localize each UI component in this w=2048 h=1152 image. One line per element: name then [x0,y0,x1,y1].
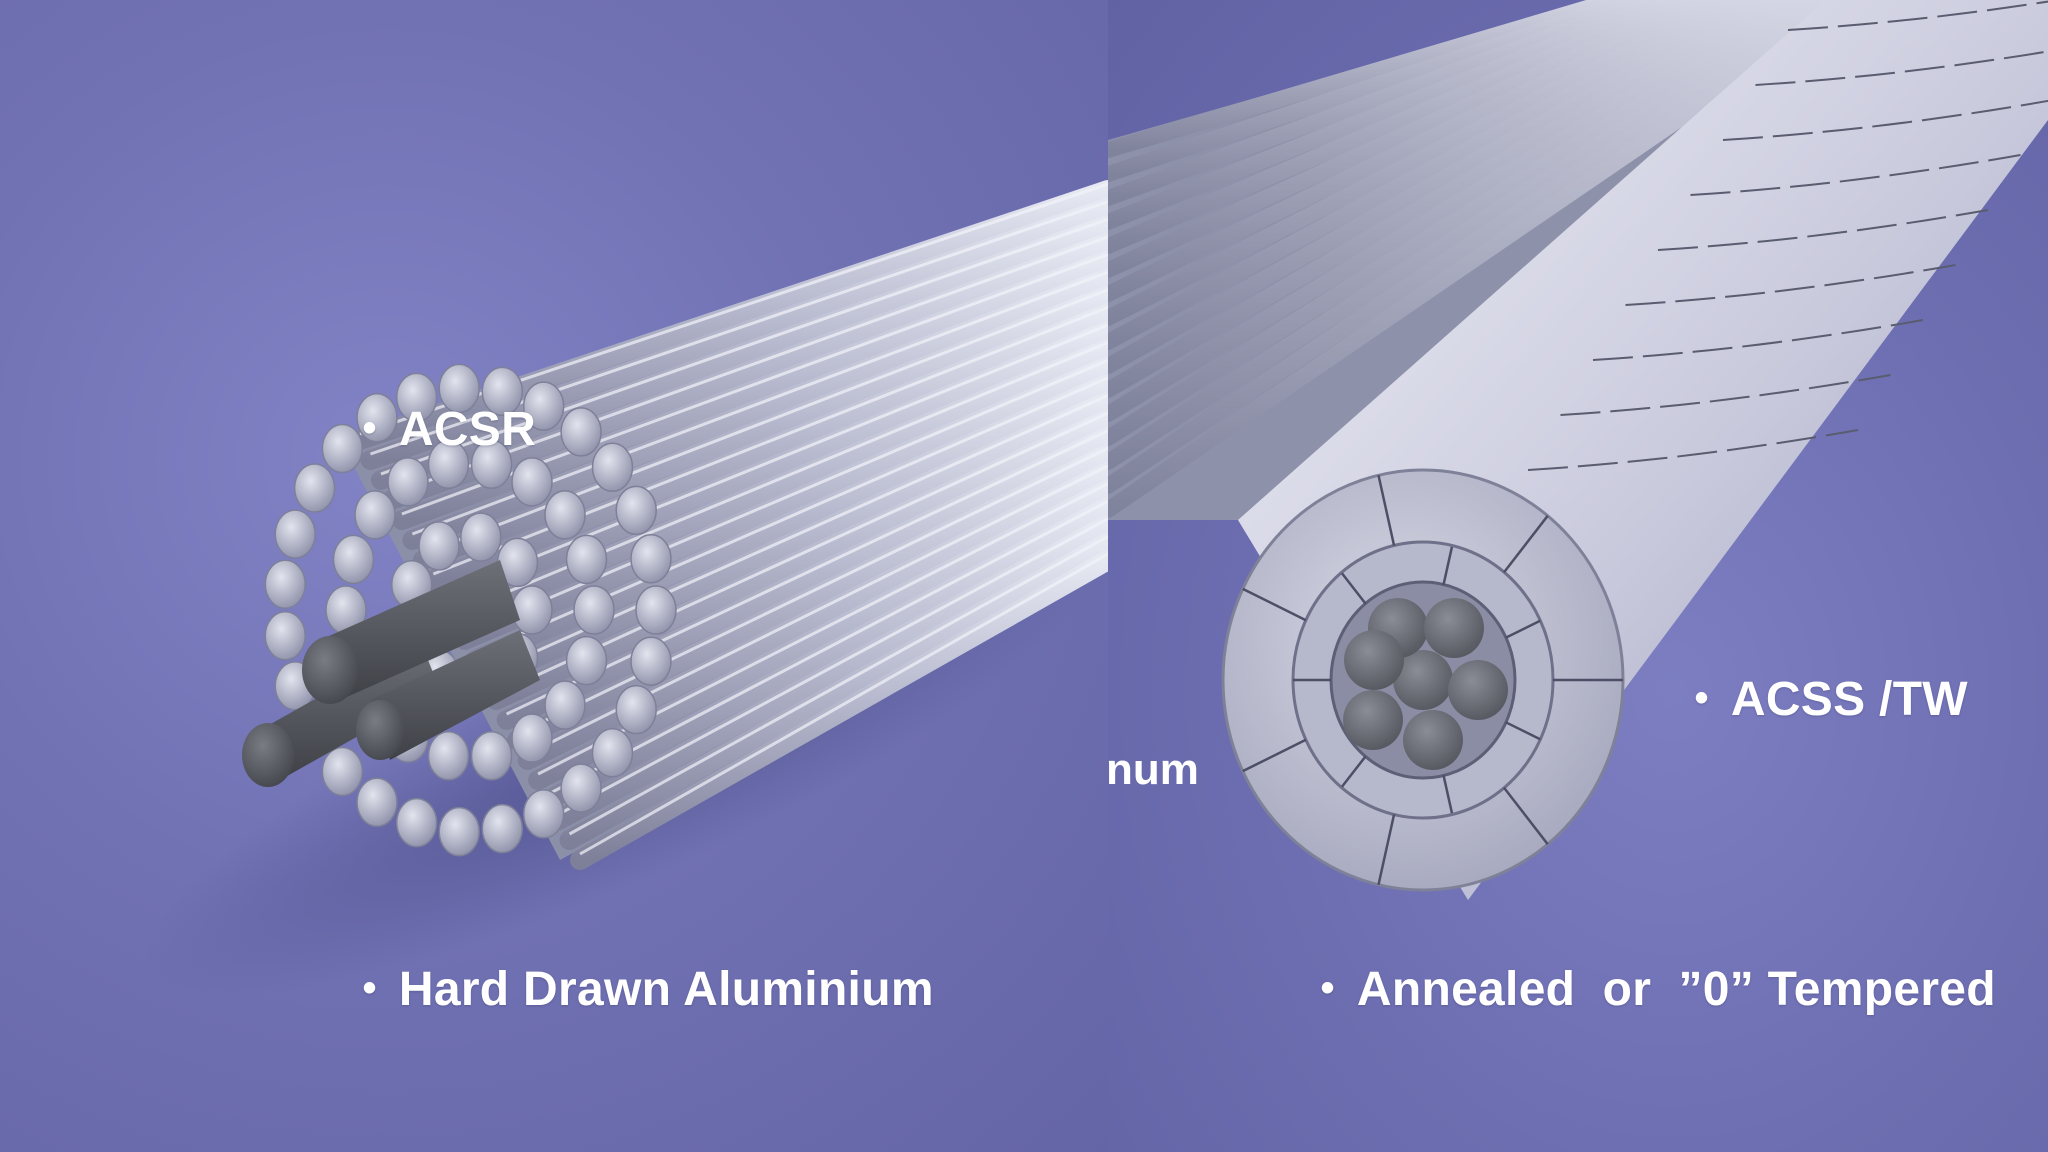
bullet: • [1320,966,1335,1010]
acsr-image-panel: •ACSR •Hard Drawn Aluminium [0,0,1108,1152]
acss-tw-cable-illustration [1108,0,2048,900]
acsr-label: •ACSR [362,403,537,456]
acsr-steel-core [242,560,540,787]
partial-text-fragment: num [1108,745,1199,794]
background-cable-strands [1108,0,1868,518]
acss-tw-image-panel: num •ACSS /TW •Annealed or ”0” Tempered [1108,0,2048,1152]
steel-core-wires [1343,598,1508,770]
bullet: • [362,966,377,1010]
tw-lay-lines [1527,0,2048,471]
tw-conductor-end-face [1221,468,1625,892]
acss-tw-label: •ACSS /TW [1694,673,1968,726]
hard-drawn-aluminium-label: •Hard Drawn Aluminium [362,963,934,1016]
bullet: • [1694,676,1709,720]
acsr-cable-illustration [142,180,1108,999]
annealed-tempered-label: •Annealed or ”0” Tempered [1320,963,1996,1016]
bullet: • [362,406,377,450]
